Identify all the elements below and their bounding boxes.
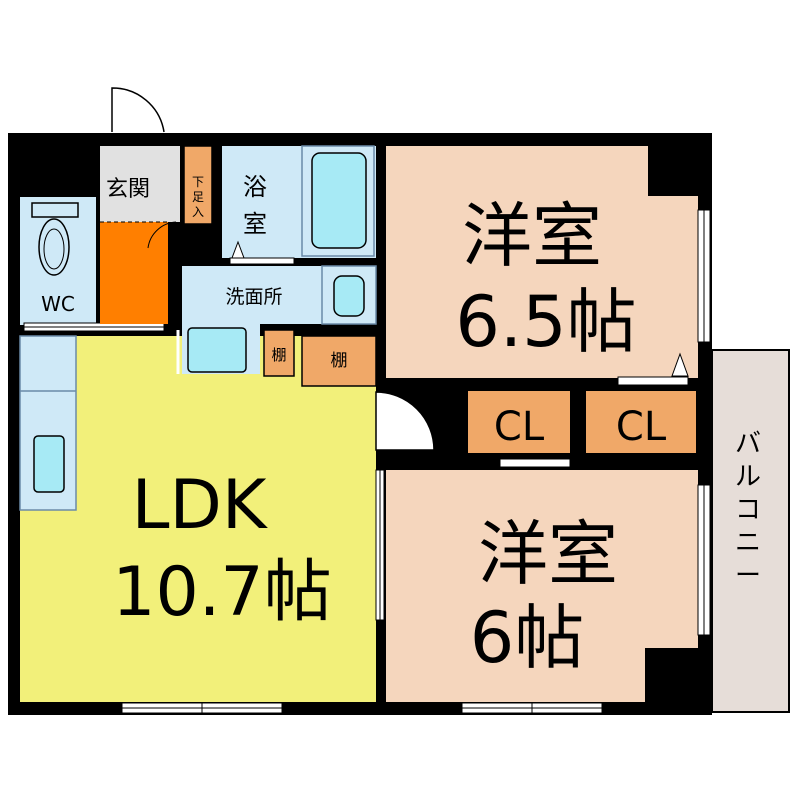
balcony-label-3: コ	[735, 495, 761, 525]
ldk-name: LDK	[132, 466, 269, 545]
getabako-label-3: 入	[192, 205, 204, 219]
shelf-label: 棚	[331, 351, 348, 371]
closet-door-1	[499, 458, 571, 468]
kitchen-counter	[19, 335, 77, 511]
balcony	[711, 349, 790, 713]
getabako-label-2: 足	[192, 190, 204, 204]
balcony-label-1: バ	[735, 429, 761, 459]
balcony-label-4: ニ	[735, 528, 761, 558]
genkan-label: 玄関	[106, 177, 150, 202]
vanity-basin	[187, 327, 247, 373]
getabako-label-1: 下	[192, 175, 204, 189]
genkan-door-swing	[111, 87, 165, 133]
wc-label: WC	[41, 292, 75, 316]
western-1-size: 6.5帖	[455, 281, 636, 363]
shelf	[301, 335, 377, 387]
closet-1-label: CL	[494, 404, 545, 450]
ldk-door-swing	[375, 391, 435, 451]
western-1-name: 洋室	[462, 195, 602, 277]
genkan-tile	[100, 146, 180, 222]
western-room-1	[386, 146, 698, 378]
ldk-floor	[20, 336, 376, 702]
closet-2-label: CL	[616, 404, 667, 450]
closet-1	[466, 389, 572, 455]
closet-2	[584, 389, 698, 455]
shelf-small-label: 棚	[271, 346, 286, 364]
toilet-tank	[31, 202, 79, 218]
western-2-size: 6帖	[470, 597, 585, 679]
shelf-small	[263, 329, 295, 377]
western-2-name: 洋室	[478, 513, 618, 595]
kitchen-sink	[33, 435, 65, 493]
bath-label-1: 浴	[243, 173, 267, 201]
genkan-floor	[100, 222, 168, 324]
ldk-floor-top	[176, 385, 376, 386]
balcony-label-2: ル	[735, 462, 761, 492]
closet-door-2	[617, 376, 689, 386]
column-bottom-right	[645, 648, 700, 702]
getabako	[183, 145, 213, 225]
washroom-label: 洗面所	[225, 286, 282, 308]
balcony-label-5: ー	[735, 561, 761, 591]
column-top-right	[648, 146, 700, 196]
ldk-size: 10.7帖	[112, 553, 331, 632]
bath-label-2: 室	[243, 210, 267, 238]
bathtub-inner	[311, 152, 367, 249]
door-marker-2	[671, 352, 689, 377]
wash-basin	[333, 275, 365, 317]
inner-door-swing	[147, 221, 177, 249]
